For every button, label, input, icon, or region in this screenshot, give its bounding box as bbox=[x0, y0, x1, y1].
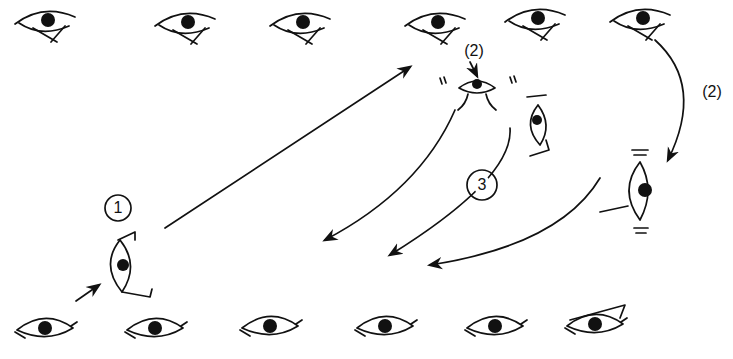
callout-number: 3 bbox=[474, 175, 491, 195]
callout-number: (2) bbox=[462, 42, 486, 60]
callout-number: 1 bbox=[110, 198, 127, 218]
callout-number: (2) bbox=[700, 83, 724, 101]
